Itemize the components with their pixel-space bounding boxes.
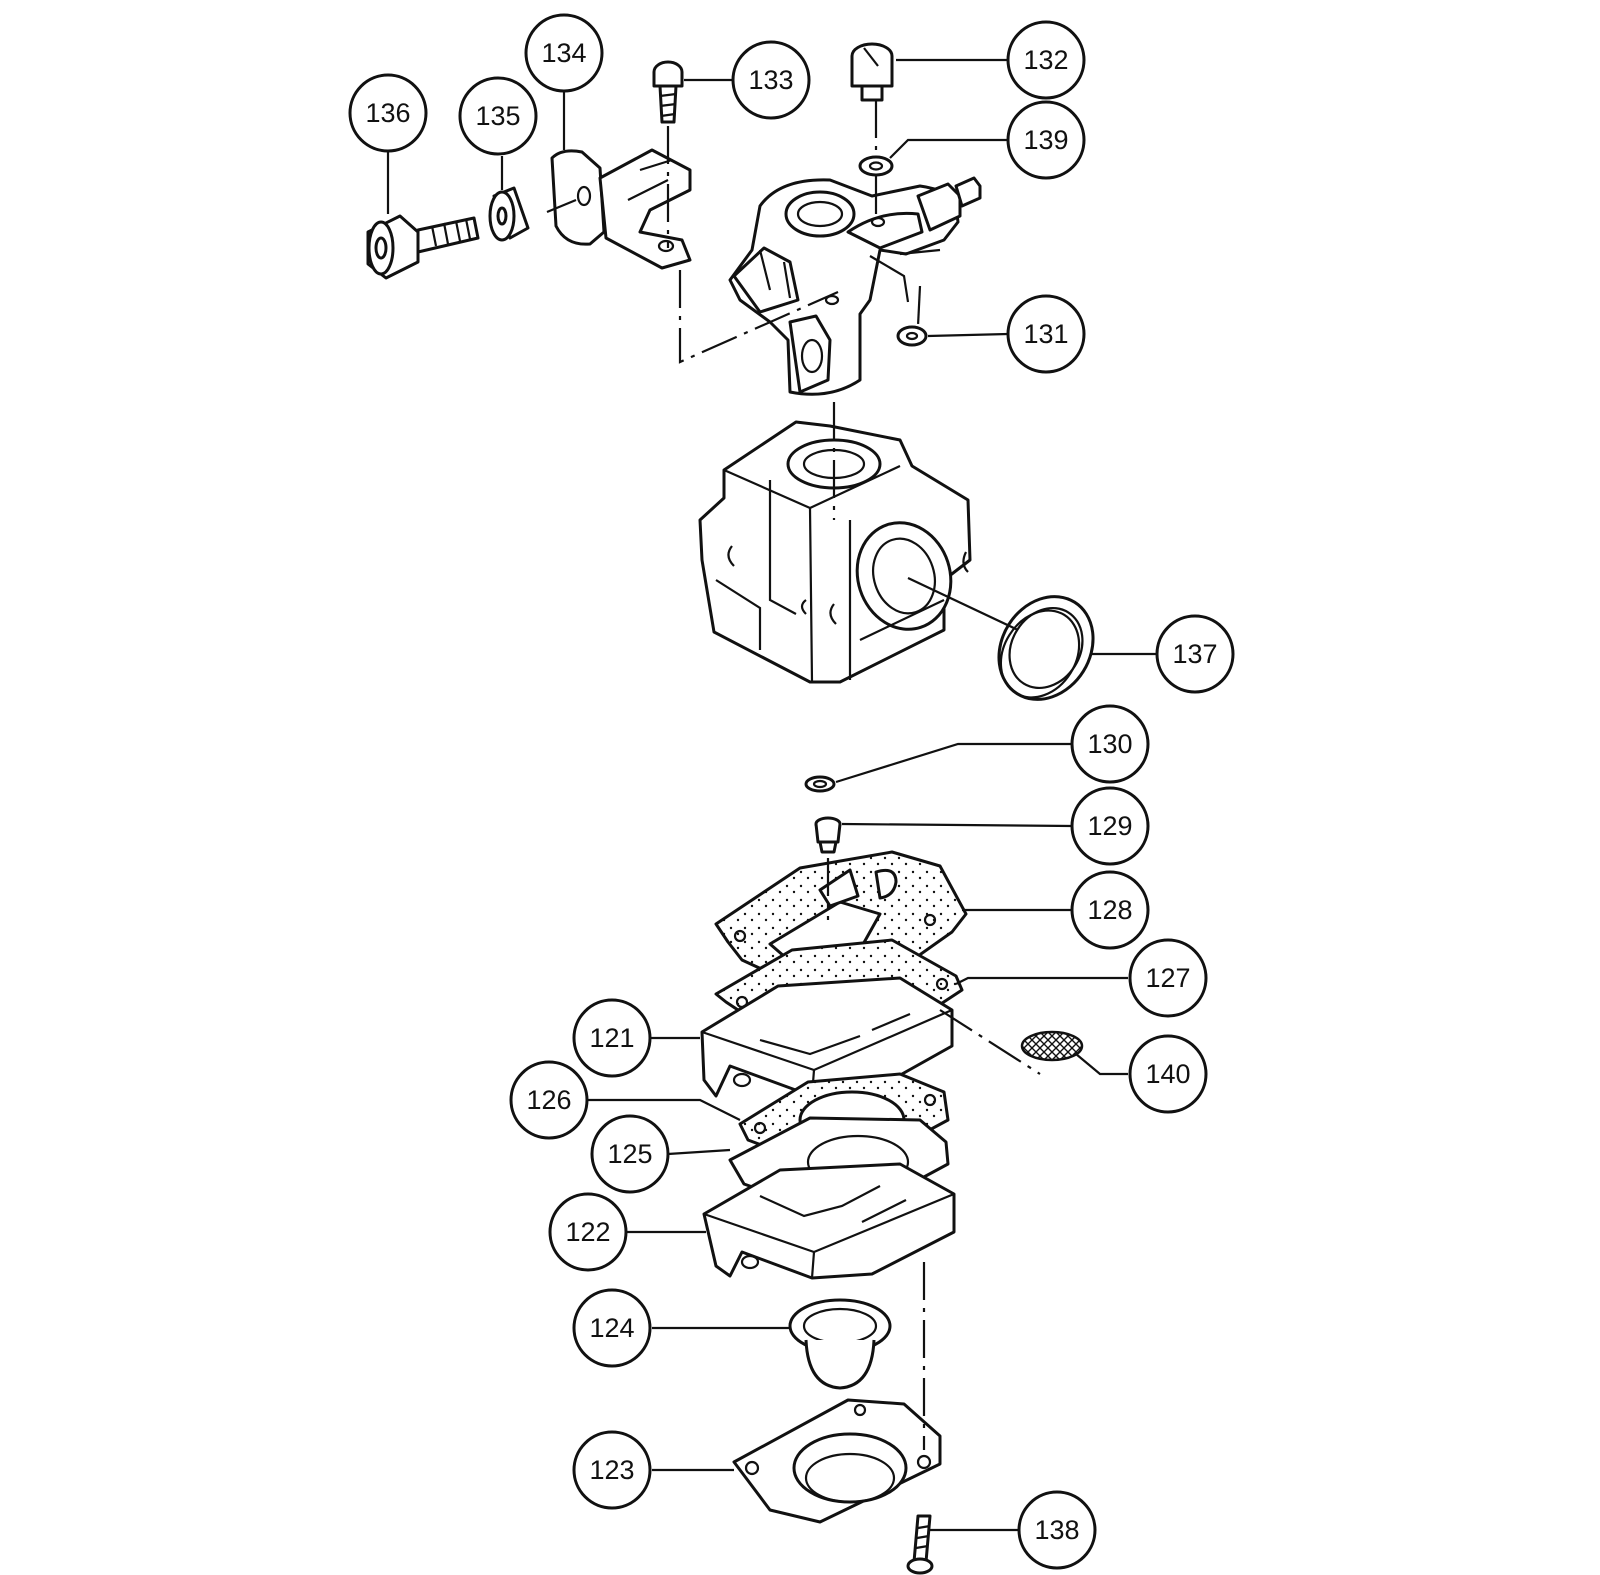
part-131-clip [896,325,928,347]
callout-label-130: 130 [1087,729,1132,759]
callout-122: 122 [548,1192,628,1272]
callout-label-135: 135 [475,101,520,131]
callout-label-125: 125 [607,1139,652,1169]
callout-123: 123 [572,1430,652,1510]
callout-125: 125 [590,1114,670,1194]
part-135-washer [488,186,530,242]
part-carburetor-body [698,420,972,684]
callout-label-139: 139 [1023,125,1068,155]
callout-138: 138 [1017,1490,1097,1570]
callout-label-134: 134 [541,38,586,68]
callout-label-123: 123 [589,1455,634,1485]
callout-129: 129 [1070,786,1150,866]
assembly-lines [546,100,1041,1450]
callout-label-121: 121 [589,1023,634,1053]
callout-label-138: 138 [1034,1515,1079,1545]
callout-121: 121 [572,998,652,1078]
callout-127: 127 [1128,938,1208,1018]
callout-label-122: 122 [565,1217,610,1247]
callout-136: 136 [348,73,428,153]
part-132-cap [850,42,894,102]
part-133-screw [652,60,684,124]
callouts: 136 135 134 133 132 139 131 137 [348,13,1235,1570]
callout-140: 140 [1128,1034,1208,1114]
callout-128: 128 [1070,870,1150,950]
part-upper-body [728,176,982,396]
callout-131: 131 [1006,294,1086,374]
callout-label-132: 132 [1023,45,1068,75]
callout-label-126: 126 [526,1085,571,1115]
callout-135: 135 [458,76,538,156]
part-123-cover [732,1398,942,1524]
callout-133: 133 [731,40,811,120]
part-130-washer [804,775,836,793]
callout-126: 126 [509,1060,589,1140]
part-138-screw [906,1514,934,1575]
part-124-cup [788,1298,892,1390]
part-134-plate [550,148,692,270]
callout-label-136: 136 [365,98,410,128]
callout-label-140: 140 [1145,1059,1190,1089]
callout-132: 132 [1006,20,1086,100]
part-129-plug [814,816,842,854]
callout-139: 139 [1006,100,1086,180]
part-139-washer [858,155,894,177]
callout-label-137: 137 [1172,639,1217,669]
callout-label-127: 127 [1145,963,1190,993]
part-137-seal [997,595,1095,701]
callout-label-133: 133 [748,65,793,95]
part-122-lower-body [702,1162,956,1280]
callout-label-131: 131 [1023,319,1068,349]
callout-label-129: 129 [1087,811,1132,841]
leader-lines [386,58,1156,1532]
callout-124: 124 [572,1288,652,1368]
callout-137: 137 [1155,614,1235,694]
callout-label-124: 124 [589,1313,634,1343]
part-140-screen [1020,1030,1084,1062]
part-136-fitting [366,214,480,280]
callout-134: 134 [524,13,604,93]
callout-130: 130 [1070,704,1150,784]
callout-label-128: 128 [1087,895,1132,925]
